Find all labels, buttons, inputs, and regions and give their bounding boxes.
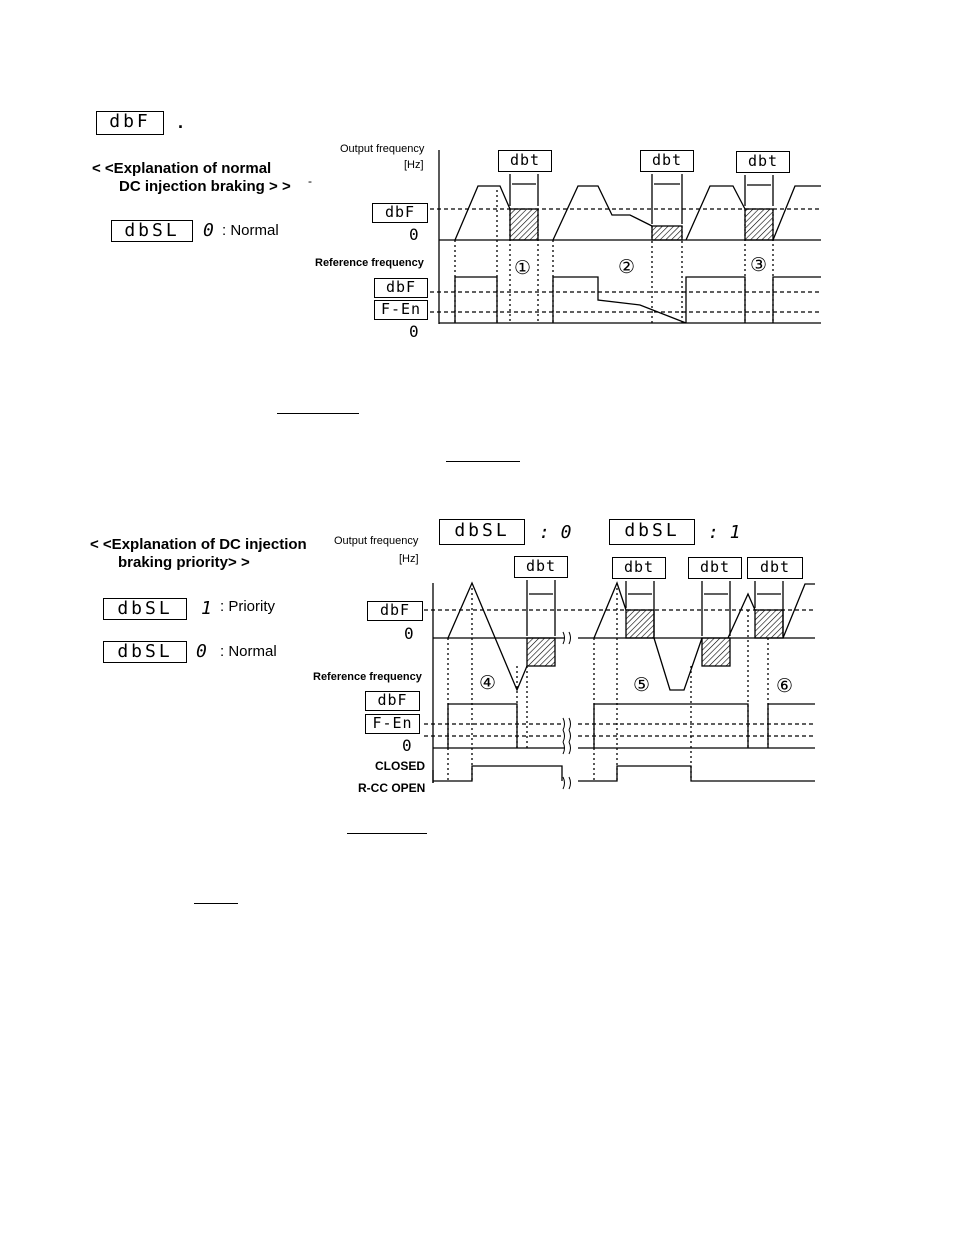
section2-title-line2: braking priority> > bbox=[118, 554, 250, 571]
s2-reference-frequency-label: Reference frequency bbox=[313, 671, 422, 683]
s2-ref-pulse-3 bbox=[767, 703, 815, 748]
section2-dbsl-normal-value: 0 bbox=[196, 641, 207, 662]
s2-rcc-signal-2 bbox=[578, 765, 815, 782]
s2-marker-4: ④ bbox=[479, 673, 497, 694]
header-dot: . bbox=[178, 112, 184, 132]
section2-dbsl-priority-value: 1 bbox=[201, 598, 212, 619]
s1-output-curve-3 bbox=[685, 185, 746, 241]
s1-reference-frequency-label: Reference frequency bbox=[315, 257, 424, 269]
s1-marker-1: ① bbox=[514, 258, 532, 279]
s1-output-curve-2 bbox=[552, 185, 653, 241]
section1-title-line1: < <Explanation of normal bbox=[92, 160, 272, 177]
underline-3 bbox=[347, 833, 427, 834]
s1-ref-pulse-3 bbox=[685, 276, 746, 323]
s1-braking-region-1 bbox=[509, 208, 539, 241]
s2-dbt-box-1: dbt bbox=[514, 556, 568, 578]
s1-ref-pulse-2 bbox=[552, 276, 687, 324]
s1-ref-pulse-1 bbox=[454, 276, 498, 323]
section1-dbsl-box: dbSL bbox=[111, 220, 193, 242]
s2-output-curve-4 bbox=[727, 592, 756, 639]
s2-closed-label: CLOSED bbox=[375, 759, 426, 773]
s2-ref-pulse-1 bbox=[447, 703, 518, 748]
s2-output-curve-5 bbox=[782, 583, 815, 639]
section2-dbsl-normal-desc: : Normal bbox=[220, 643, 277, 660]
s2-ref-pulse-2 bbox=[593, 703, 749, 748]
s2-dbsl-value-1: : 1 bbox=[708, 522, 741, 543]
s2-output-curve-1 bbox=[447, 581, 528, 692]
s2-output-curve-2 bbox=[593, 581, 627, 639]
section2-dbsl-priority-box: dbSL bbox=[103, 598, 187, 620]
s1-braking-region-2 bbox=[651, 225, 683, 241]
section1-dbsl-desc: : Normal bbox=[222, 222, 279, 239]
s1-dbt-box-1: dbt bbox=[498, 150, 552, 172]
section1-title-line2: DC injection braking > > bbox=[119, 178, 291, 195]
s1-f-en-box: F-En bbox=[374, 300, 428, 320]
s2-output-curve-3 bbox=[653, 637, 703, 691]
s2-zero-output: 0 bbox=[404, 624, 414, 643]
section2-title-line1: < <Explanation of DC injection bbox=[90, 536, 307, 553]
s1-output-frequency-label: Output frequency bbox=[340, 143, 425, 155]
s2-dbf-box: dbF bbox=[367, 601, 423, 621]
s1-zero-reference: 0 bbox=[409, 322, 419, 341]
underline-1 bbox=[277, 413, 359, 414]
s1-output-curve-1 bbox=[454, 185, 511, 241]
s1-dbt-box-3: dbt bbox=[736, 151, 790, 173]
s2-dbt-box-2: dbt bbox=[612, 557, 666, 579]
s2-output-frequency-label: Output frequency bbox=[334, 535, 419, 547]
s1-dbt-box-2: dbt bbox=[640, 150, 694, 172]
s1-output-curve-4 bbox=[772, 185, 821, 241]
s2-f-en-box: F-En bbox=[365, 714, 420, 734]
s2-braking-region-2 bbox=[625, 609, 655, 639]
s2-dbsl-value-0: : 0 bbox=[539, 522, 572, 543]
section2-dbsl-normal-box: dbSL bbox=[103, 641, 187, 663]
section2-dbsl-priority-desc: : Priority bbox=[220, 598, 276, 615]
dbf-parameter-box: dbF bbox=[96, 111, 164, 135]
s2-rcc-signal-1 bbox=[433, 765, 563, 782]
s1-hz-label: [Hz] bbox=[404, 159, 424, 171]
underline-4 bbox=[194, 903, 238, 904]
s1-zero-output: 0 bbox=[409, 225, 419, 244]
s2-braking-region-3 bbox=[701, 637, 731, 667]
s1-marker-2: ② bbox=[618, 257, 636, 278]
s2-marker-6: ⑥ bbox=[776, 676, 794, 697]
s1-ref-dbf-box: dbF bbox=[374, 278, 428, 298]
s2-rcc-open-label: R-CC OPEN bbox=[358, 781, 426, 795]
s2-dbsl-box-0: dbSL bbox=[439, 519, 525, 545]
section1-dbsl-value: 0 bbox=[203, 220, 214, 241]
s2-marker-5: ⑤ bbox=[633, 675, 651, 696]
s1-dbf-box: dbF bbox=[372, 203, 428, 223]
s2-ref-dbf-box: dbF bbox=[365, 691, 420, 711]
s2-braking-region-4 bbox=[754, 609, 784, 639]
underline-2 bbox=[446, 461, 520, 462]
section1-title-mark: - bbox=[308, 174, 312, 188]
s1-braking-region-3 bbox=[744, 208, 774, 241]
s2-dbt-box-3: dbt bbox=[688, 557, 742, 579]
s2-dbsl-box-1: dbSL bbox=[609, 519, 695, 545]
s2-hz-label: [Hz] bbox=[399, 553, 419, 565]
s2-braking-region-1 bbox=[526, 637, 556, 667]
s1-ref-pulse-4 bbox=[772, 276, 821, 323]
s2-zero-reference: 0 bbox=[402, 736, 412, 755]
s2-dbt-box-4: dbt bbox=[747, 557, 803, 579]
s1-marker-3: ③ bbox=[750, 255, 768, 276]
